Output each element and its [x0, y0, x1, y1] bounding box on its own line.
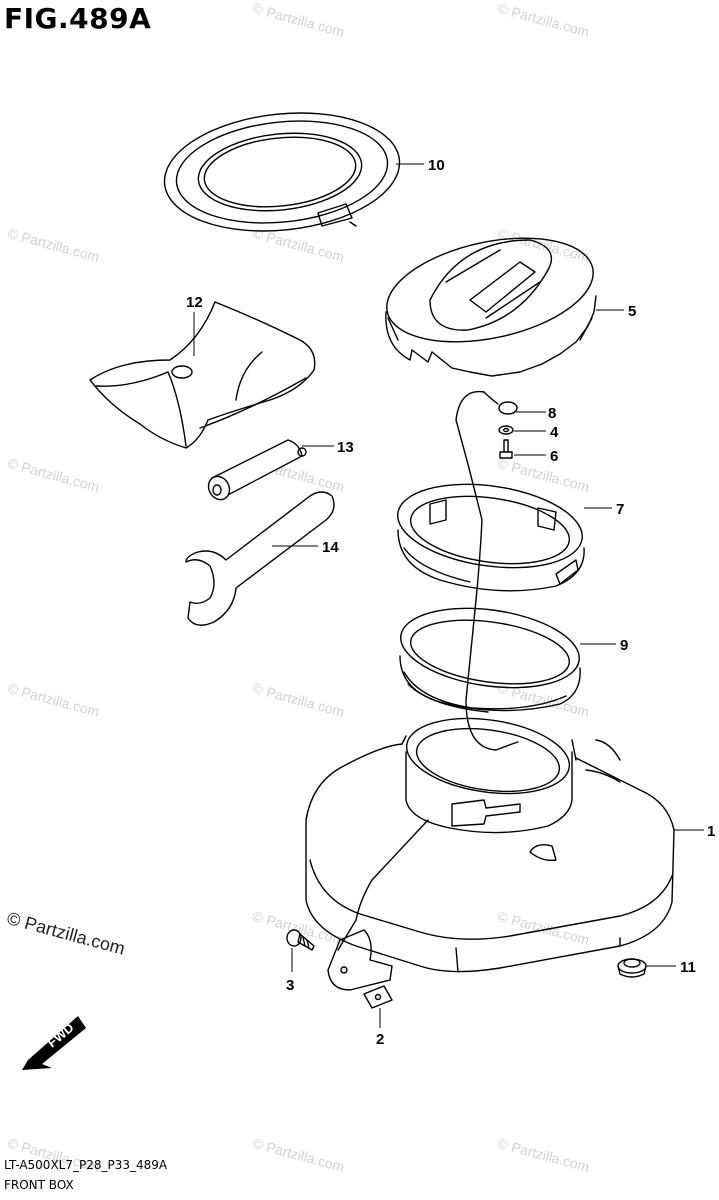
part-number-12: 12: [186, 294, 203, 311]
part-11-grommet: [617, 958, 647, 978]
part-4-washer: [498, 425, 514, 435]
part-6-screw: [499, 439, 513, 459]
part-number-11: 11: [680, 959, 696, 976]
part-number-5: 5: [628, 303, 636, 320]
part-10-gasket: [163, 112, 401, 232]
wire-lower: [337, 819, 429, 951]
part-5-cap: [385, 237, 597, 377]
part-1-box: [305, 717, 675, 973]
wire-harness: [455, 390, 519, 751]
part-number-6: 6: [550, 448, 558, 465]
bracket: [327, 929, 393, 991]
part-number-7: 7: [616, 501, 624, 518]
fwd-arrow-icon: FWD: [22, 1016, 86, 1070]
part-number-14: 14: [322, 539, 339, 556]
figure-caption: FRONT BOX: [4, 1178, 74, 1192]
part-number-13: 13: [337, 439, 354, 456]
part-7-ring: [397, 483, 585, 592]
part-12-bag: [89, 301, 316, 449]
part-number-3: 3: [286, 977, 294, 994]
figure-title: FIG.489A: [4, 2, 152, 35]
part-number-9: 9: [620, 637, 628, 654]
part-14-wrench: [185, 491, 335, 626]
part-number-2: 2: [376, 1031, 384, 1048]
model-code: LT-A500XL7_P28_P33_489A: [4, 1158, 168, 1172]
part-9-ring: [399, 607, 581, 713]
part-2-clip: [363, 985, 393, 1009]
leader-lines: [193, 163, 704, 1028]
part-number-4: 4: [550, 424, 559, 441]
part-number-1: 1: [707, 823, 715, 840]
part-8-terminal: [483, 391, 518, 415]
part-13-tube: [207, 439, 307, 501]
part-number-10: 10: [428, 157, 445, 174]
part-3-bolt: [286, 929, 315, 951]
part-number-8: 8: [548, 405, 556, 422]
